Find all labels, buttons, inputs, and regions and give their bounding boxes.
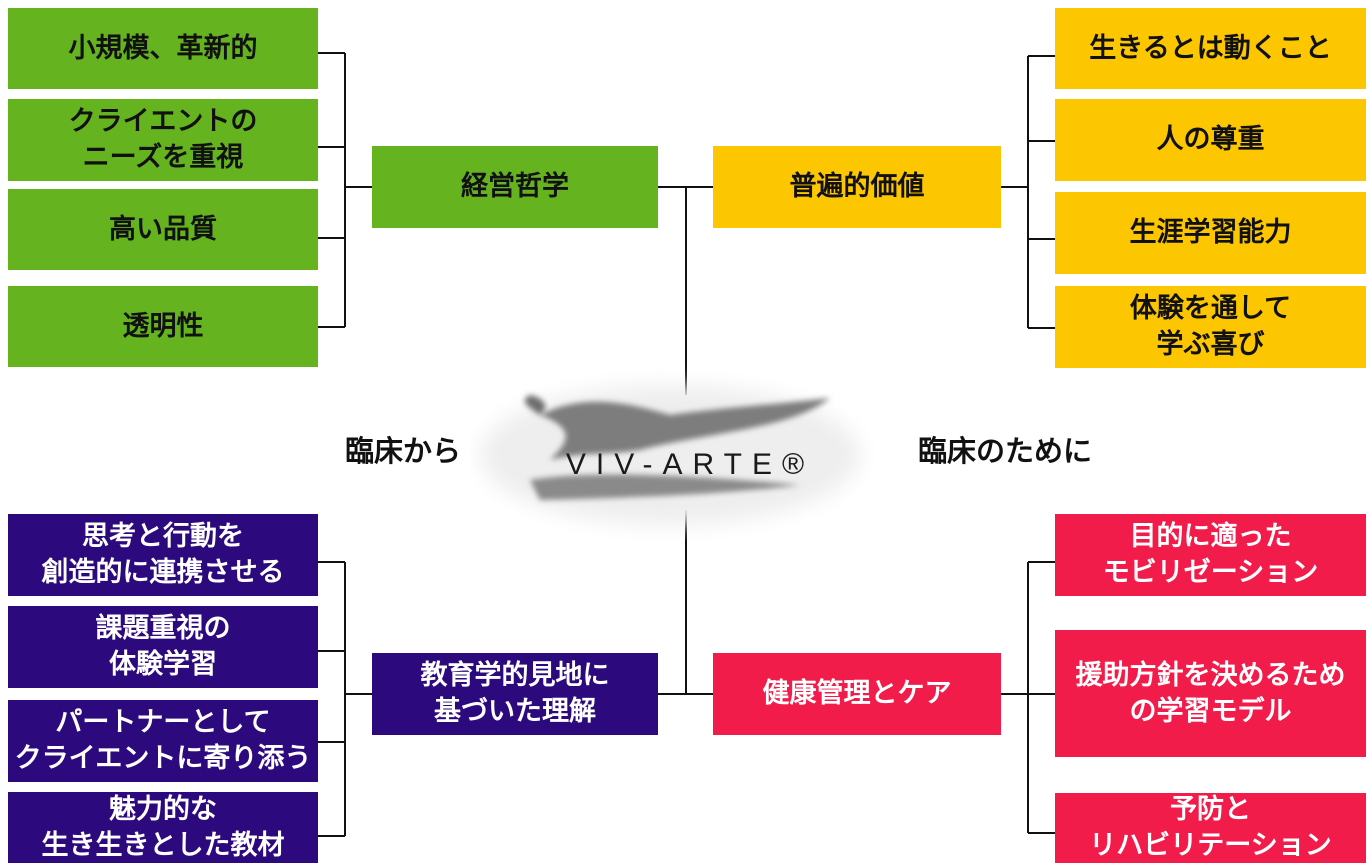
values-item-1: 生きるとは動くこと xyxy=(1055,8,1366,89)
values-item-3: 生涯学習能力 xyxy=(1055,192,1366,274)
health-hub: 健康管理とケア xyxy=(713,653,1001,735)
education-item-4: 魅力的な 生き生きとした教材 xyxy=(8,792,318,863)
health-item-1: 目的に適った モビリゼーション xyxy=(1055,514,1366,596)
philosophy-hub: 経営哲学 xyxy=(372,146,658,228)
philosophy-item-3: 高い品質 xyxy=(8,189,318,270)
values-hub: 普遍的価値 xyxy=(713,146,1001,228)
education-item-1: 思考と行動を 創造的に連携させる xyxy=(8,514,318,596)
viv-arte-logo xyxy=(480,385,860,525)
education-item-3: パートナーとして クライエントに寄り添う xyxy=(8,700,318,782)
values-item-4: 体験を通して 学ぶ喜び xyxy=(1055,286,1366,368)
philosophy-item-2: クライエントの ニーズを重視 xyxy=(8,99,318,181)
health-item-2: 援助方針を決めるため の学習モデル xyxy=(1055,630,1366,757)
philosophy-item-1: 小規模、革新的 xyxy=(8,8,318,89)
education-hub: 教育学的見地に 基づいた理解 xyxy=(372,653,658,735)
logo-text: VIV-ARTE® xyxy=(565,448,815,481)
philosophy-item-4: 透明性 xyxy=(8,286,318,367)
health-item-3: 予防と リハビリテーション xyxy=(1055,793,1366,863)
label-from-clinic: 臨床から xyxy=(345,434,462,468)
label-for-clinic: 臨床のために xyxy=(918,434,1093,468)
education-item-2: 課題重視の 体験学習 xyxy=(8,606,318,688)
values-item-2: 人の尊重 xyxy=(1055,99,1366,181)
